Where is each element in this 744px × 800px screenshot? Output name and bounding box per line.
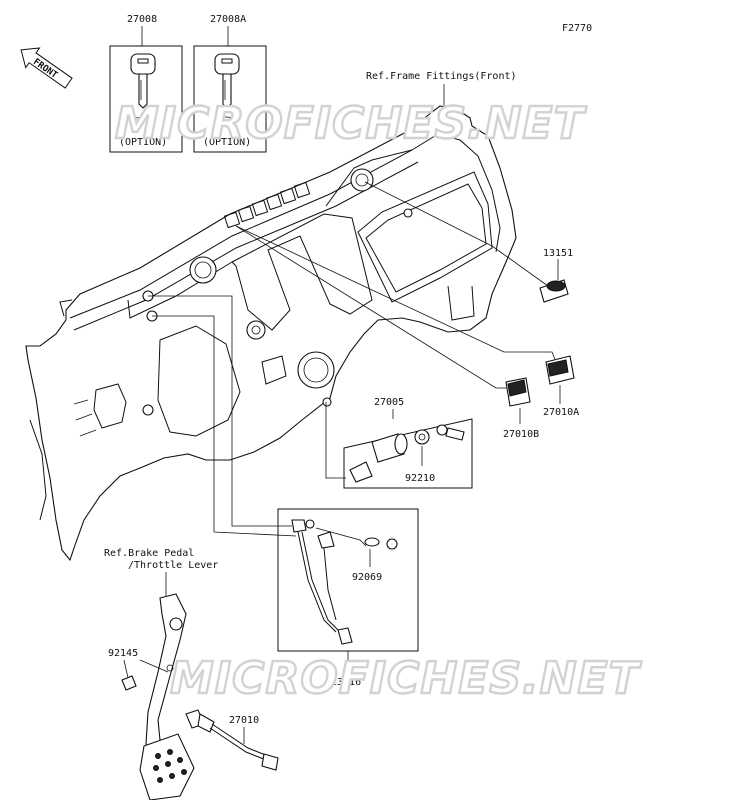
switch-bank — [223, 181, 311, 229]
rocker-switch-27010B — [505, 377, 531, 407]
watermark-top: MICROFICHES.NET — [115, 98, 587, 149]
key-27008-group: 27008 (OPTION) — [109, 14, 183, 153]
part-92145-label: 92145 — [108, 648, 138, 659]
part-23016-label: 23016 — [331, 677, 361, 688]
part-13151-label: 13151 — [543, 248, 573, 259]
diagram-code: F2770 — [562, 23, 592, 34]
key-27008A-part-number: 27008A — [210, 14, 246, 25]
front-arrow-icon: FRONT — [20, 47, 73, 89]
key-27008A-group: 27008A (OPTION) — [193, 14, 267, 153]
part-27005-label: 27005 — [374, 397, 404, 408]
key-icon — [130, 53, 156, 109]
ref-brake-pedal-label-2: /Throttle Lever — [128, 560, 218, 571]
ref-brake-pedal-label-1: Ref.Brake Pedal — [104, 548, 194, 559]
pedal-pad-dots — [153, 749, 187, 783]
power-socket-13151 — [539, 279, 569, 303]
dashboard-panel — [25, 105, 517, 562]
ignition-switch-frame — [343, 418, 473, 489]
key-27008-note: (OPTION) — [119, 137, 167, 148]
part-27010B-label: 27010B — [503, 429, 539, 440]
brake-switch-27010 — [185, 709, 279, 771]
key-icon — [214, 53, 240, 109]
brake-pedal — [121, 593, 195, 800]
front-label: FRONT — [31, 57, 59, 81]
ref-frame-fittings-label: Ref.Frame Fittings(Front) — [366, 71, 517, 82]
watermark-bottom: MICROFICHES.NET — [170, 653, 642, 704]
ignition-switch-27005 — [349, 424, 465, 483]
key-27008-part-number: 27008 — [127, 14, 157, 25]
part-27010A-label: 27010A — [543, 407, 579, 418]
rocker-switch-27010A — [545, 355, 575, 385]
wiring-harness-23016 — [291, 519, 398, 645]
part-92069-label: 92069 — [352, 572, 382, 583]
key-27008A-note: (OPTION) — [203, 137, 251, 148]
part-92210-label: 92210 — [405, 473, 435, 484]
part-27010-label: 27010 — [229, 715, 259, 726]
